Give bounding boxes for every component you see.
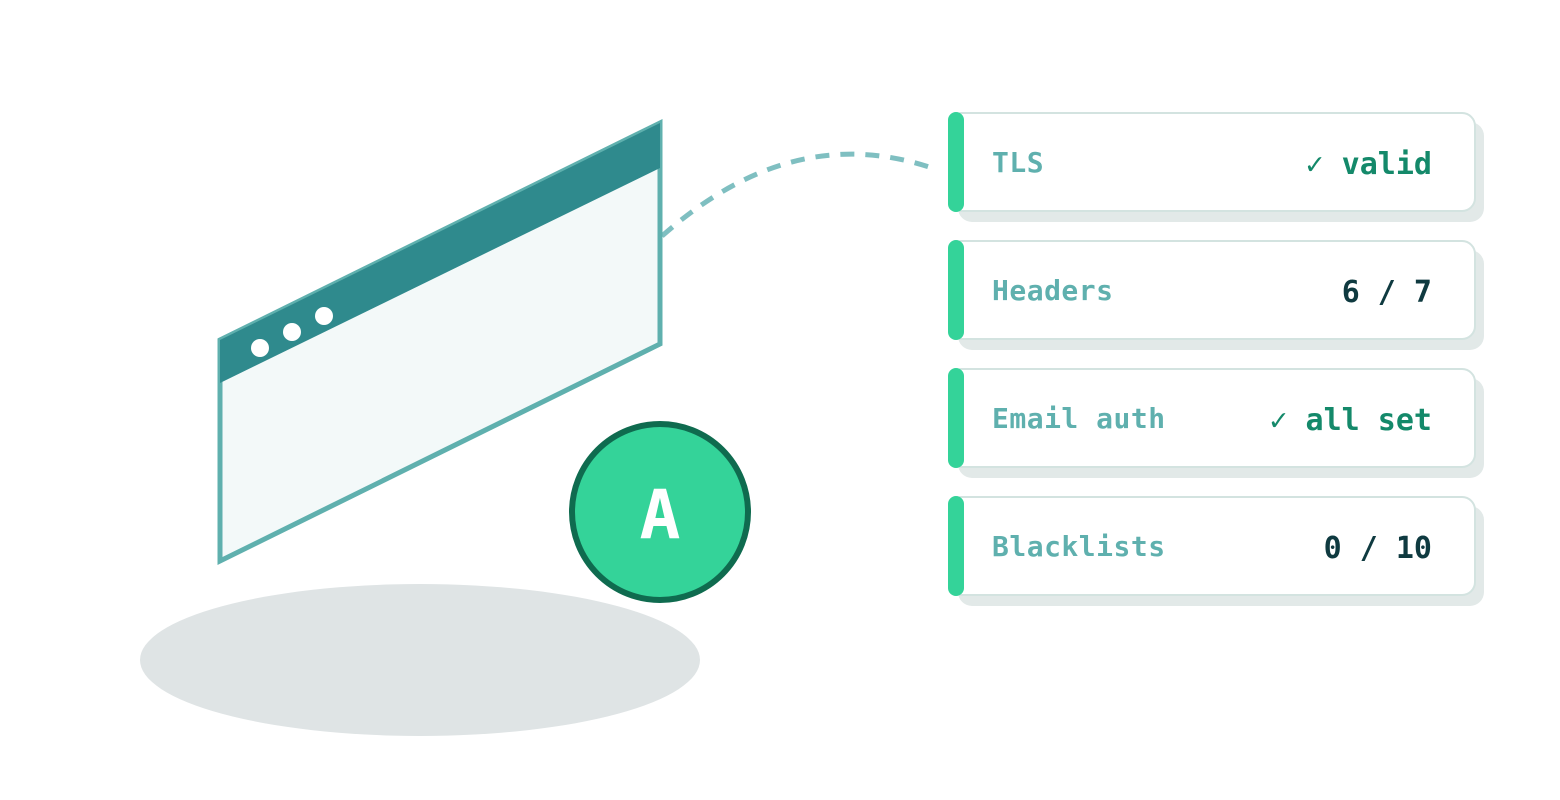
- check-label: TLS: [992, 146, 1045, 179]
- grade-letter: A: [640, 476, 681, 555]
- check-value: ✓ all set: [1269, 403, 1432, 438]
- browser-window-body: [217, 118, 663, 566]
- card-accent-bar: [948, 496, 964, 596]
- check-value: 0 / 10: [1323, 531, 1432, 566]
- ground-shadow: [140, 584, 700, 736]
- card-body: [948, 368, 1476, 468]
- check-card-tls: TLS ✓ valid: [948, 112, 1484, 222]
- check-label: Blacklists: [992, 530, 1166, 563]
- window-dot-icon: [283, 323, 301, 341]
- window-dot-icon: [315, 307, 333, 325]
- browser-window: [217, 118, 663, 566]
- check-card-blacklists: Blacklists 0 / 10: [948, 496, 1484, 606]
- check-card-headers: Headers 6 / 7: [948, 240, 1484, 350]
- grade-badge: A: [569, 421, 751, 603]
- check-label: Headers: [992, 274, 1114, 307]
- check-label: Email auth: [992, 402, 1166, 435]
- check-card-email-auth: Email auth ✓ all set: [948, 368, 1484, 478]
- card-body: [948, 112, 1476, 212]
- window-dot-icon: [251, 339, 269, 357]
- card-body: [948, 240, 1476, 340]
- card-accent-bar: [948, 112, 964, 212]
- check-value: ✓ valid: [1305, 147, 1432, 182]
- card-accent-bar: [948, 368, 964, 468]
- card-accent-bar: [948, 240, 964, 340]
- card-body: [948, 496, 1476, 596]
- grade-badge-circle: [569, 421, 751, 603]
- connector-line: [660, 151, 933, 238]
- check-value: 6 / 7: [1341, 275, 1432, 310]
